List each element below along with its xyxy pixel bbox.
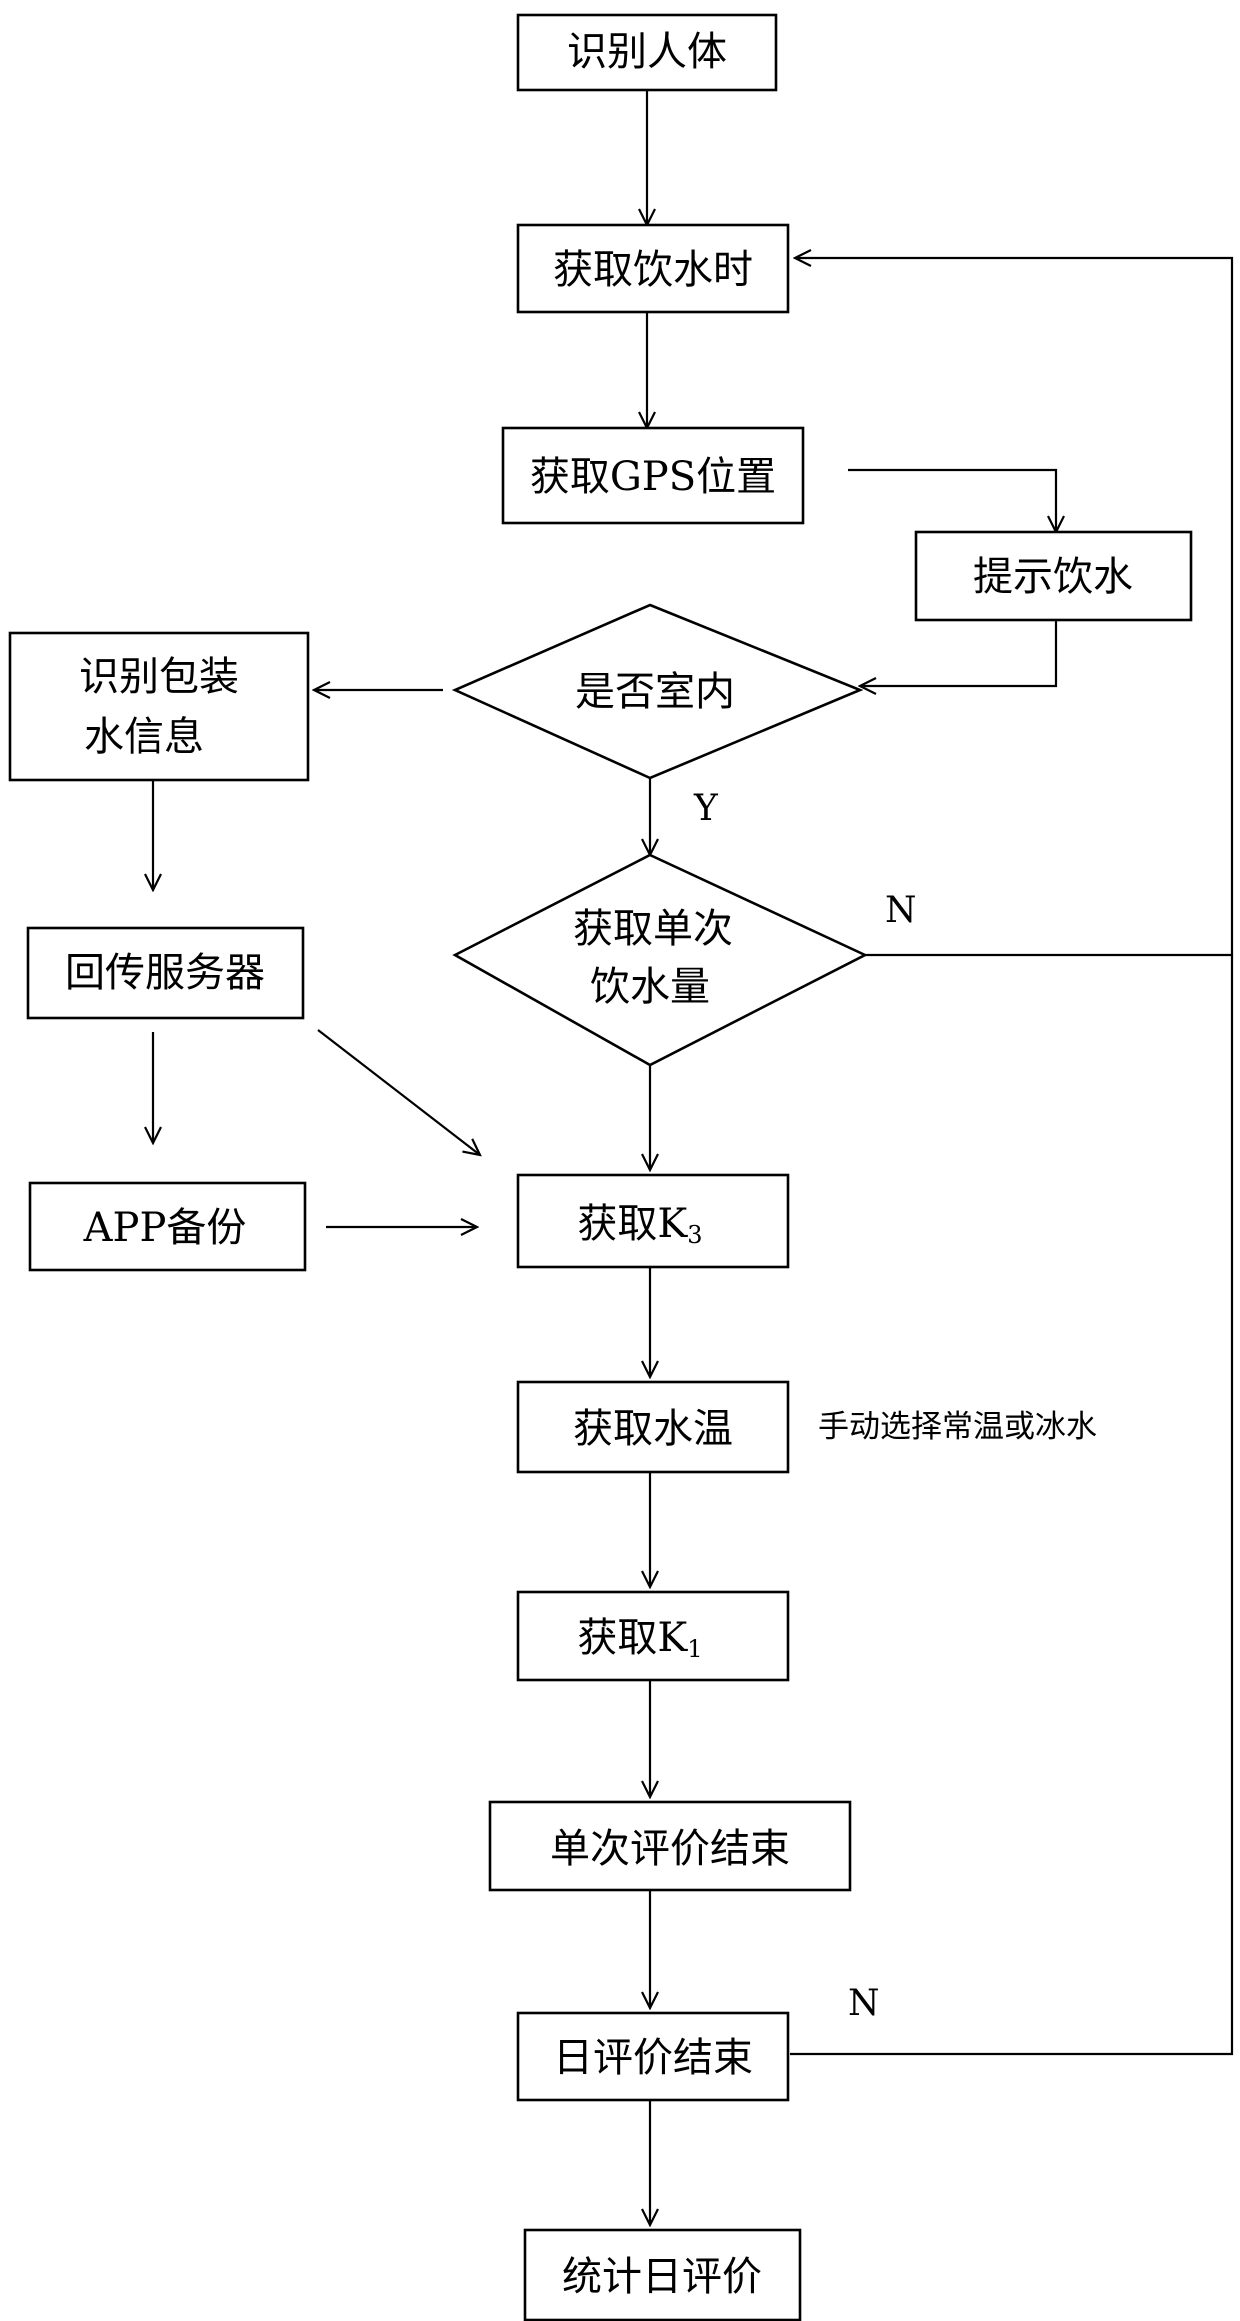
node-get-k3-sub: 3 <box>687 1221 702 1249</box>
node-get-drink-time: 获取饮水时 <box>518 225 788 312</box>
decision-is-indoor-label: 是否室内 <box>575 669 735 715</box>
node-daily-stats: 统计日评价 <box>525 2230 800 2320</box>
edge-n12-n2-no <box>790 955 1232 2054</box>
label-no-day: N <box>848 1983 880 2024</box>
node-get-k1-sub: 1 <box>687 1635 702 1663</box>
node-app-backup: APP备份 <box>30 1183 305 1270</box>
node-remind-drink-label: 提示饮水 <box>973 554 1133 600</box>
node-upload-server: 回传服务器 <box>28 928 303 1018</box>
note-manual-select: 手动选择常温或冰水 <box>818 1409 1097 1445</box>
node-get-water-temp-label: 获取水温 <box>573 1406 733 1452</box>
edges <box>153 90 1232 2225</box>
decision-get-intake-line2: 饮水量 <box>590 964 710 1010</box>
label-yes-indoor: Y <box>693 788 719 829</box>
node-identify-package-line2: 水信息 <box>84 714 204 760</box>
decision-is-indoor: 是否室内 <box>455 605 860 778</box>
node-daily-stats-label: 统计日评价 <box>562 2254 762 2300</box>
node-identify-package: 识别包装 水信息 <box>10 633 308 780</box>
edge-n3-n4 <box>848 470 1056 532</box>
node-daily-eval-end-label: 日评价结束 <box>553 2035 753 2081</box>
decision-get-intake: 获取单次 饮水量 <box>455 855 865 1065</box>
node-upload-server-label: 回传服务器 <box>65 950 265 996</box>
node-get-k3: 获取K3 <box>518 1175 788 1267</box>
node-single-eval-end-label: 单次评价结束 <box>550 1826 790 1872</box>
node-identify-human-label: 识别人体 <box>567 29 727 75</box>
node-get-gps-label: 获取GPS位置 <box>530 454 776 500</box>
node-get-water-temp: 获取水温 <box>518 1382 788 1472</box>
node-get-k1-label: 获取K1 <box>577 1615 702 1663</box>
edge-n6-n8 <box>318 1030 480 1155</box>
decision-get-intake-line1: 获取单次 <box>573 906 733 952</box>
node-get-k3-label: 获取K3 <box>577 1201 702 1249</box>
label-no-intake: N <box>885 890 917 931</box>
node-remind-drink: 提示饮水 <box>916 532 1191 620</box>
node-get-gps: 获取GPS位置 <box>503 428 803 523</box>
edge-n4-d1 <box>860 620 1056 686</box>
node-get-k1-main: 获取K <box>577 1615 688 1661</box>
node-daily-eval-end: 日评价结束 <box>518 2013 788 2100</box>
node-identify-human: 识别人体 <box>518 15 776 90</box>
node-get-drink-time-label: 获取饮水时 <box>553 247 753 293</box>
node-identify-package-line1: 识别包装 <box>79 654 239 700</box>
node-get-k1: 获取K1 <box>518 1592 788 1680</box>
node-single-eval-end: 单次评价结束 <box>490 1802 850 1890</box>
node-app-backup-label: APP备份 <box>83 1205 247 1251</box>
node-get-k3-main: 获取K <box>577 1201 688 1247</box>
